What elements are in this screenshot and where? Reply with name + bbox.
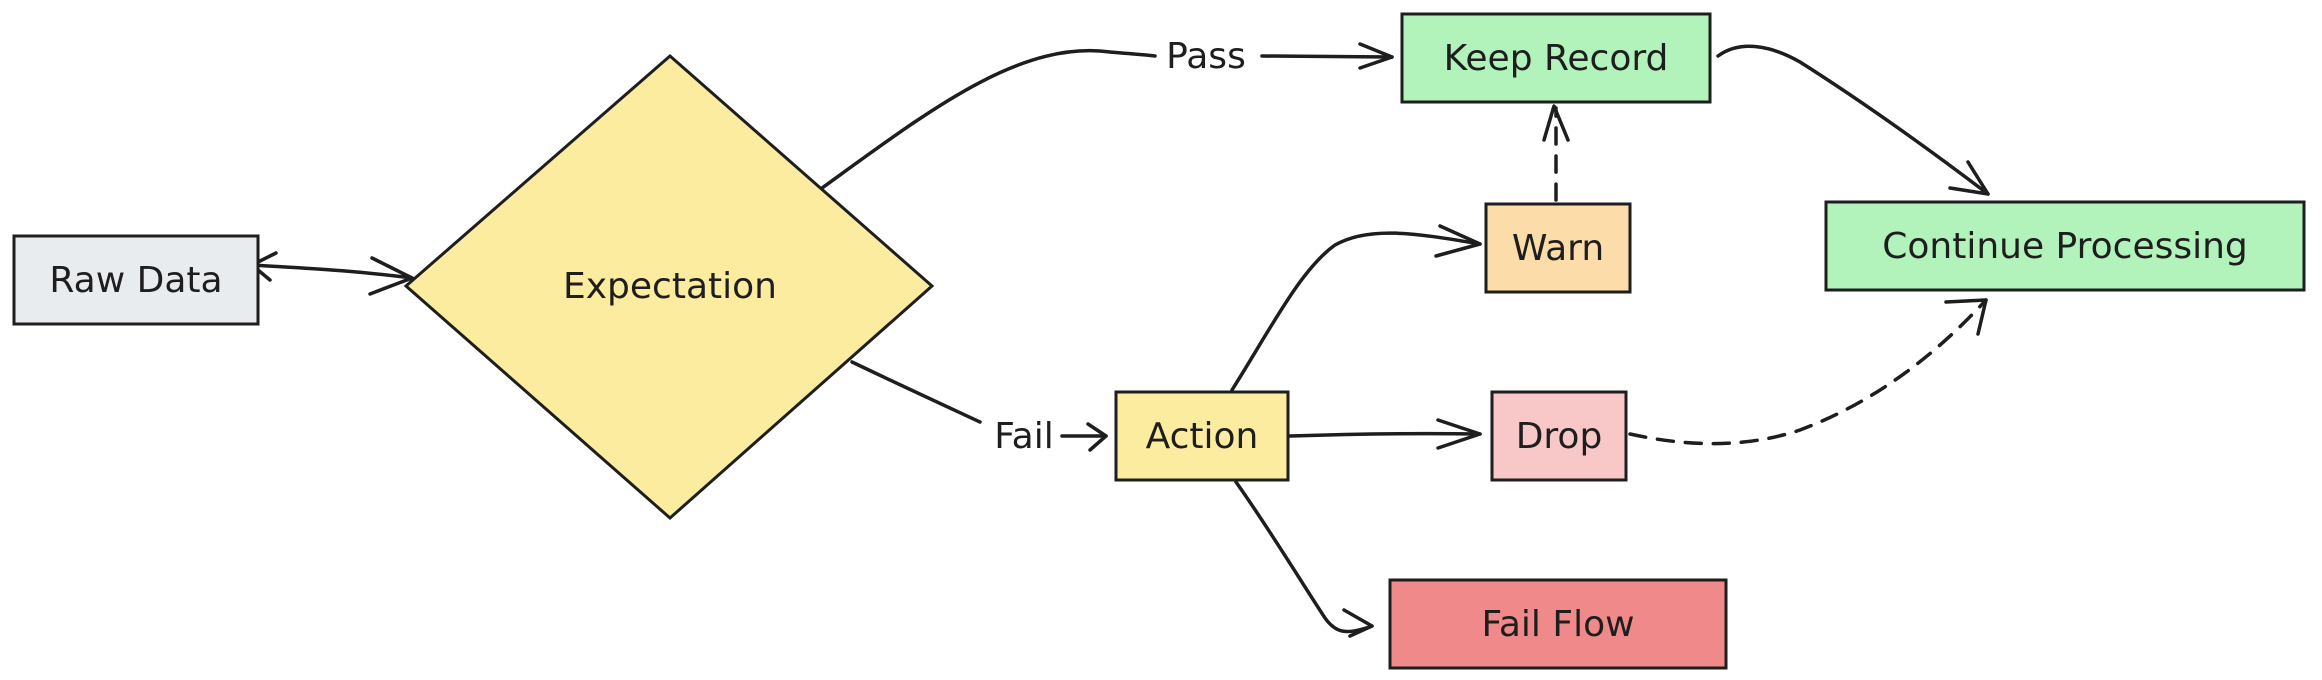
edge-label-fail: Fail [994,416,1053,457]
node-action-label: Action [1146,416,1259,457]
node-action-box [1114,390,1290,482]
edge-pass [820,42,1394,190]
node-fail-flow[interactable]: Fail Flow [1388,578,1728,670]
node-keep-record-box [1400,12,1712,104]
node-continue-processing-label: Continue Processing [1882,226,2248,267]
node-continue-processing[interactable]: Continue Processing [1824,200,2306,292]
node-fail-flow-box [1388,578,1728,670]
edge-action-to-drop [1288,418,1482,450]
node-expectation[interactable]: Expectation [403,54,935,521]
node-keep-record-label: Keep Record [1444,38,1669,79]
edge-raw-data-to-expectation [250,251,414,296]
node-action[interactable]: Action [1114,390,1290,482]
edge-action-to-warn [1230,224,1482,392]
node-drop[interactable]: Drop [1490,390,1628,482]
node-continue-processing-box [1824,200,2306,292]
node-drop-label: Drop [1516,416,1603,457]
node-raw-data-label: Raw Data [49,260,222,301]
edge-drop-to-continue [1628,298,1988,446]
edge-keep-record-to-continue [1716,44,1990,196]
edge-warn-to-keep-record [1542,104,1570,202]
node-warn[interactable]: Warn [1484,202,1632,294]
node-expectation-label: Expectation [563,266,777,307]
edge-label-pass: Pass [1166,36,1246,77]
edge-fail [850,360,1108,452]
node-fail-flow-label: Fail Flow [1481,604,1634,645]
node-raw-data[interactable]: Raw Data [12,234,260,326]
node-warn-label: Warn [1512,228,1604,269]
node-warn-box [1484,202,1632,294]
node-raw-data-box [12,234,260,326]
node-keep-record[interactable]: Keep Record [1400,12,1712,104]
edge-action-to-fail-flow [1234,480,1374,638]
node-expectation-diamond [403,54,935,521]
node-drop-box [1490,390,1628,482]
